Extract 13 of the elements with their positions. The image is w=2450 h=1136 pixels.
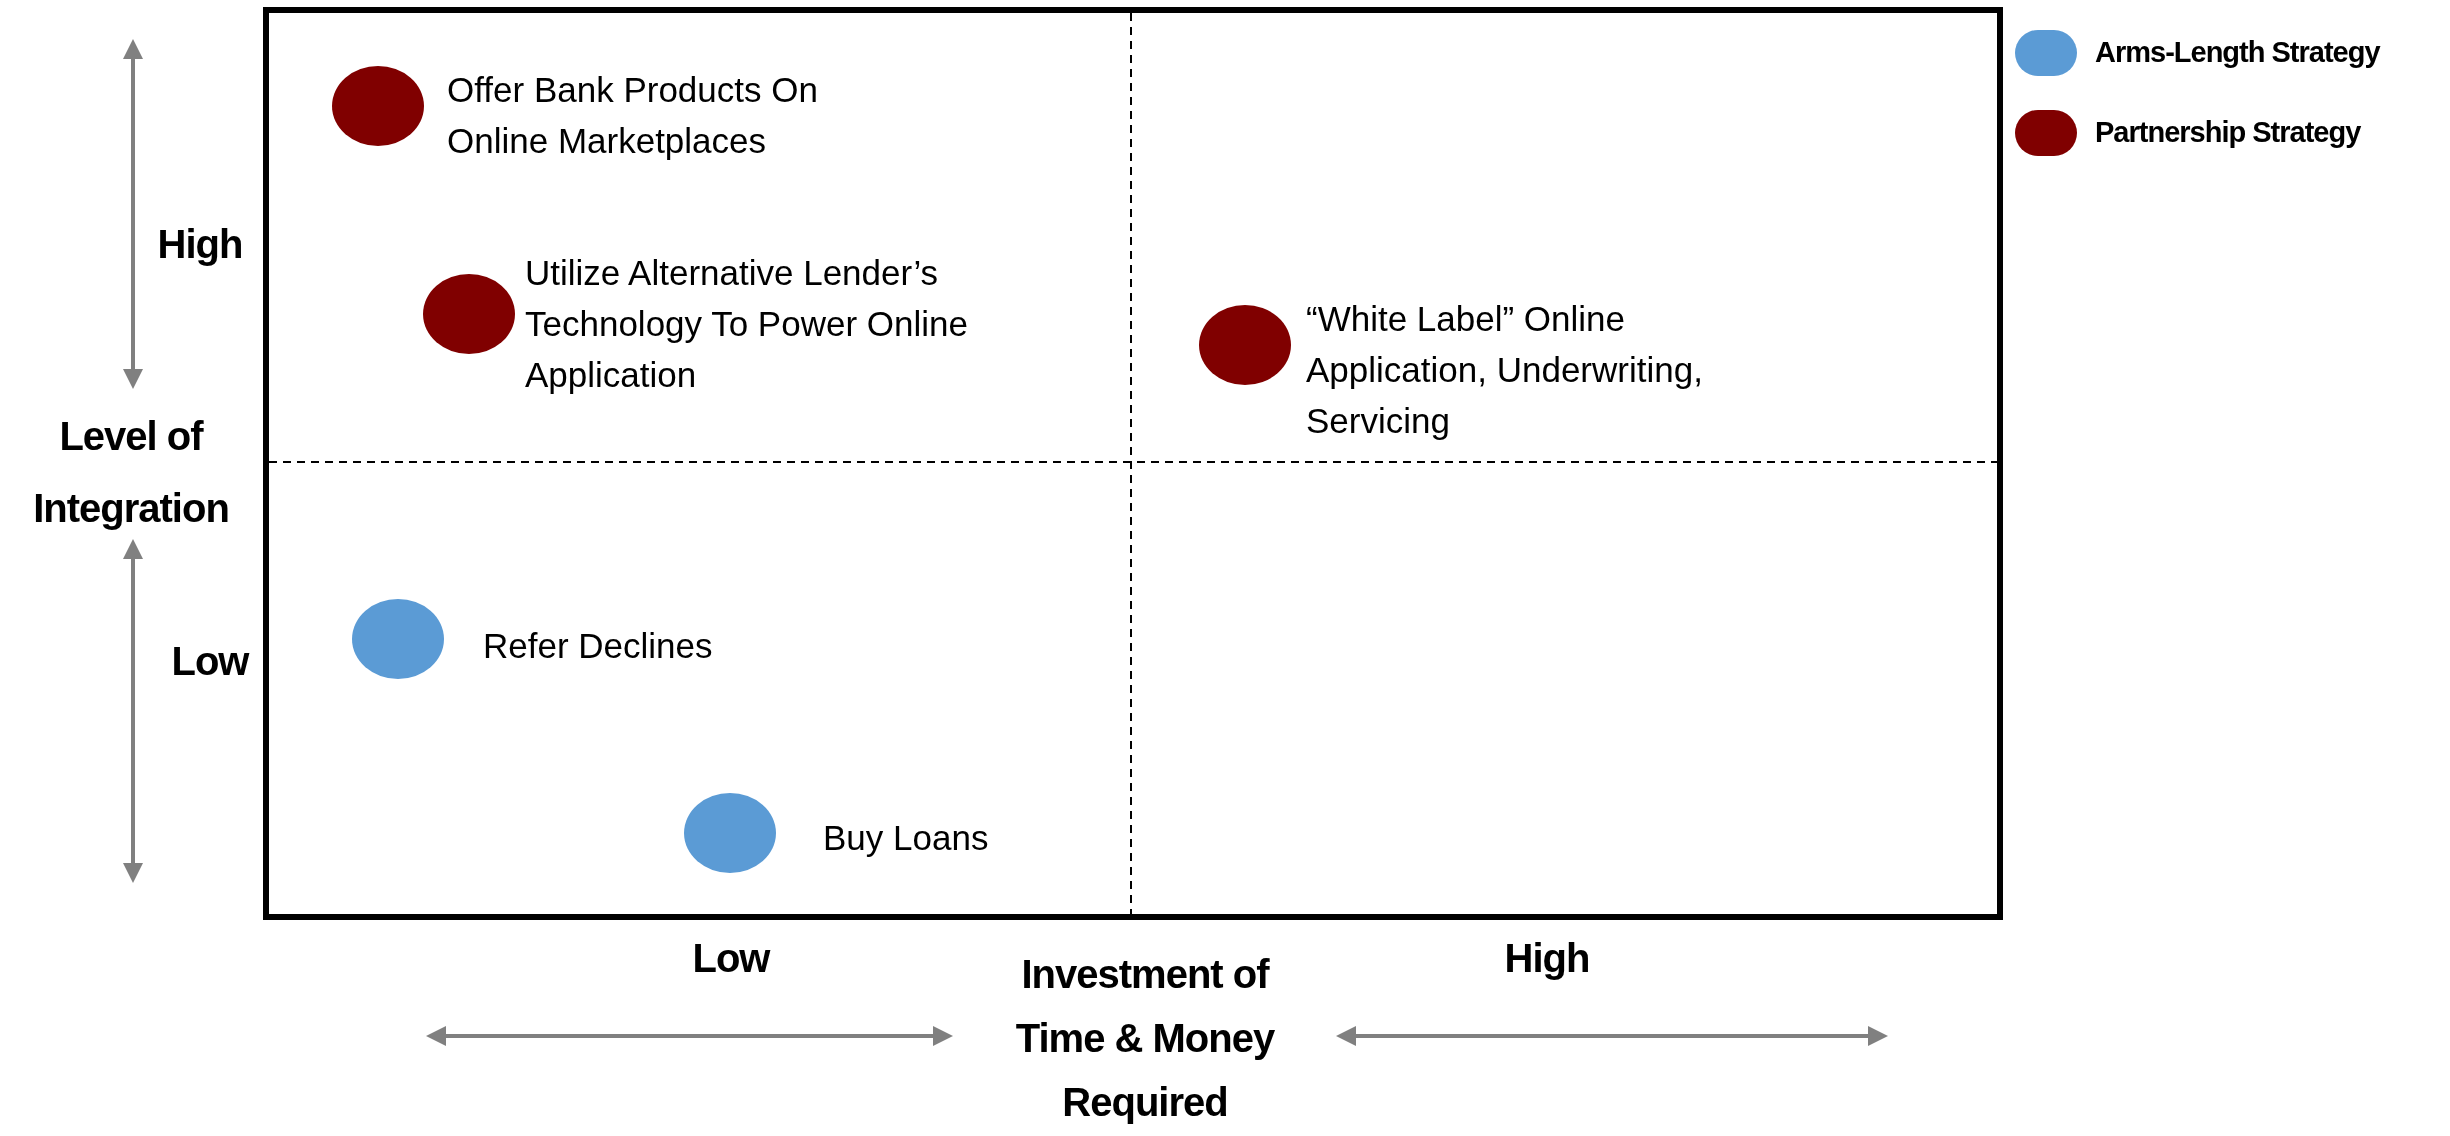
legend-label: Partnership Strategy xyxy=(2095,115,2361,151)
axis-label: Level of Integration xyxy=(32,413,230,532)
item-label: “White Label” Online Application, Underwriting, Servicing xyxy=(1306,298,1704,442)
item-label: Utilize Alternative Lender’s Technology To Power Online Application xyxy=(525,252,969,396)
axis-label: Investment of Time & Money Required xyxy=(1014,951,1276,1126)
axis-label: Low xyxy=(170,638,251,685)
item-label: Refer Declines xyxy=(483,625,714,667)
axis-label: Low xyxy=(691,935,772,982)
axis-label: High xyxy=(156,221,244,268)
item-label: Buy Loans xyxy=(823,817,990,859)
axis-label: High xyxy=(1503,935,1591,982)
item-label: Offer Bank Products On Online Marketplaces xyxy=(447,69,819,162)
legend-label: Arms-Length Strategy xyxy=(2095,35,2380,71)
